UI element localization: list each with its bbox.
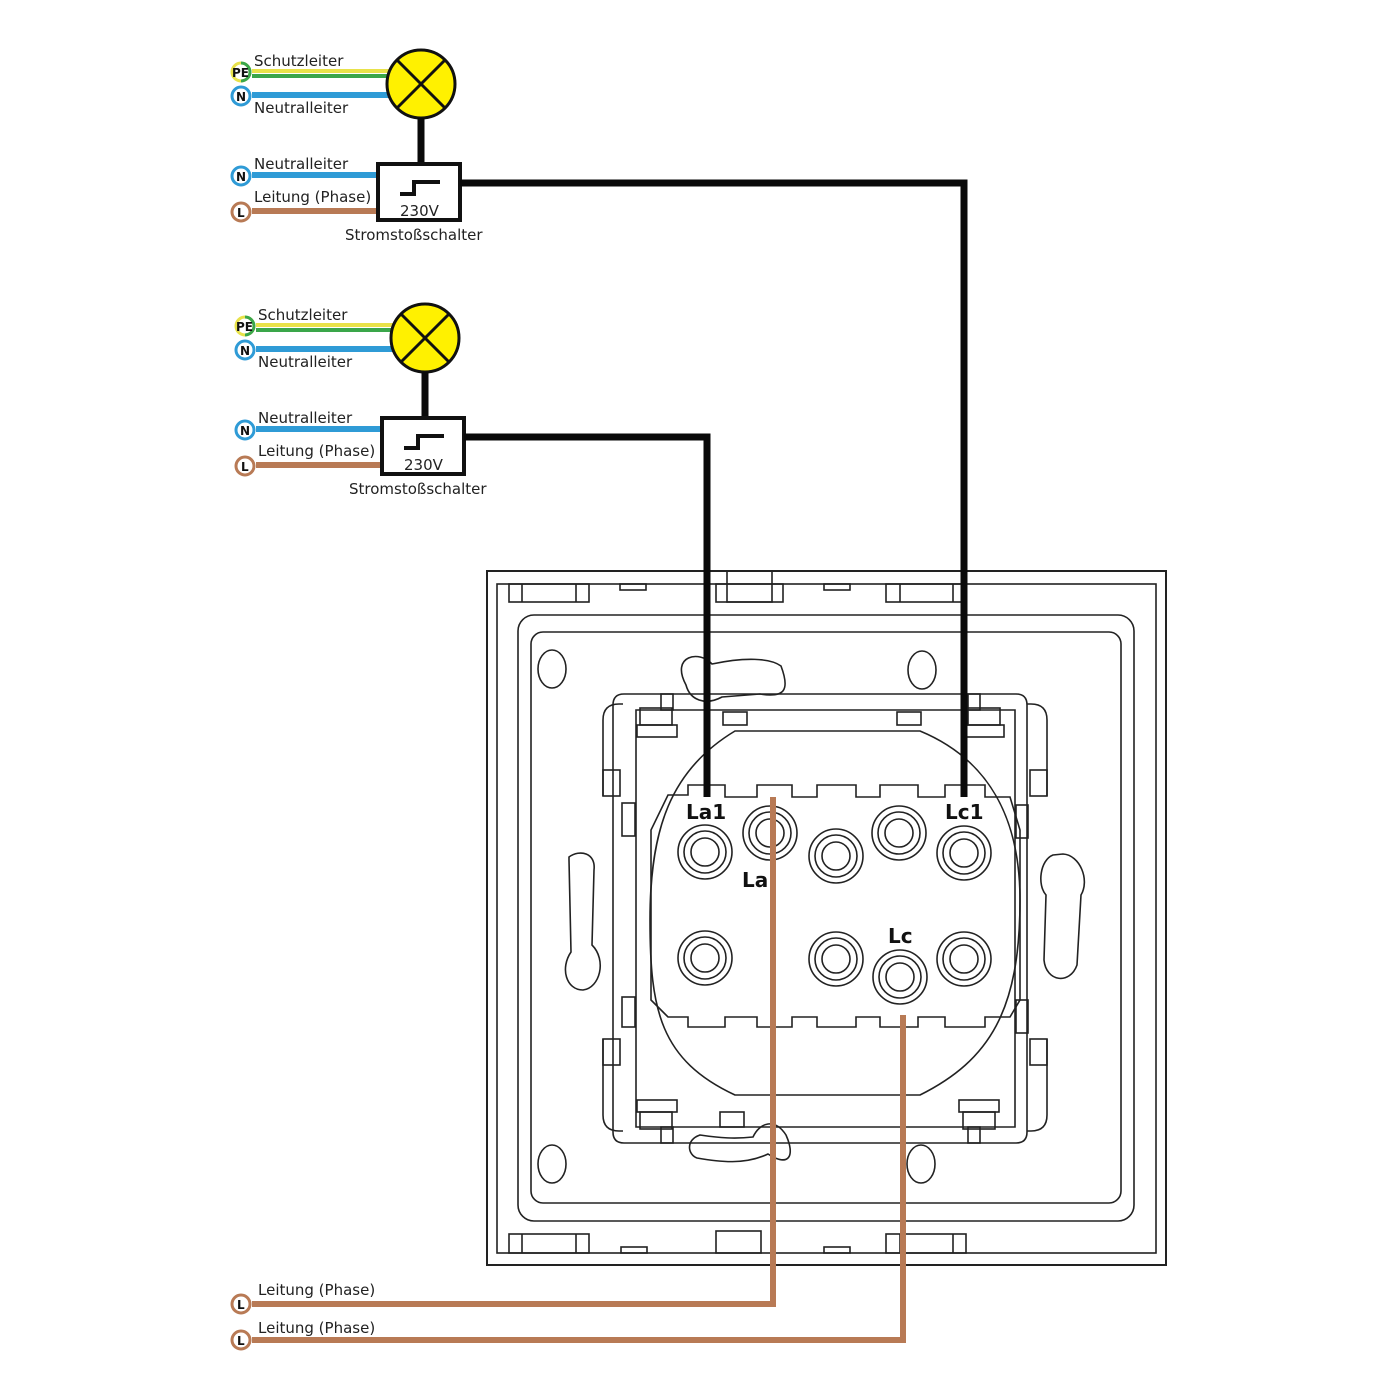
phase-wire-to-la	[252, 797, 776, 1307]
terminal-unused-2	[871, 805, 927, 861]
keyhole-slot-left	[564, 852, 601, 991]
supply-lines: L L Leitung (Phase) Leitung (Phase)	[230, 797, 906, 1351]
neutral-badge: N	[230, 85, 252, 107]
svg-text:L: L	[241, 460, 249, 474]
terminal-lc1	[936, 825, 992, 881]
mounting-frame-inner	[530, 631, 1122, 1204]
impulse-relay: 230V	[376, 162, 462, 222]
keyhole-slot-top	[680, 655, 786, 702]
earth-badge: PE	[230, 61, 252, 83]
phase-label: Leitung (Phase)	[254, 188, 371, 206]
supply-phase-label: Leitung (Phase)	[258, 1319, 375, 1337]
lamp-icon	[389, 302, 461, 374]
screw-hole-bottom-right	[906, 1144, 936, 1184]
control-wire-to-lc1	[460, 179, 968, 797]
svg-text:L: L	[237, 1334, 245, 1348]
phase-badge: L	[230, 1293, 252, 1315]
terminal-label-lc1: Lc1	[945, 800, 984, 824]
neutral-label: Neutralleiter	[254, 155, 349, 173]
terminal-unused-1	[808, 828, 864, 884]
switch-back-plate: La1 La Lc1 Lc	[486, 570, 1167, 1266]
svg-text:L: L	[237, 1298, 245, 1312]
bottom-tabs	[508, 1230, 967, 1254]
phase-badge: L	[234, 455, 256, 477]
impulse-relay-symbol-icon	[400, 180, 440, 196]
terminal-label-la: La	[742, 868, 768, 892]
top-tabs	[508, 570, 967, 603]
terminal-la1	[677, 824, 733, 880]
terminal-lc	[872, 949, 928, 1005]
carrier-clips	[602, 693, 1048, 1144]
svg-text:N: N	[240, 424, 250, 438]
relay-name: Stromstoßschalter	[349, 480, 487, 498]
impulse-relay-symbol-icon	[404, 434, 444, 450]
circuit-2: 230V Stromstoßschalter PE N N L Schutzle…	[234, 302, 711, 797]
inner-frame	[496, 583, 1157, 1254]
svg-text:N: N	[240, 344, 250, 358]
phase-badge: L	[230, 201, 252, 223]
terminal-unused-5	[936, 931, 992, 987]
outer-frame	[486, 570, 1167, 1266]
impulse-relay: 230V	[380, 416, 466, 476]
earth-label: Schutzleiter	[254, 52, 344, 70]
terminal-unused-3	[677, 930, 733, 986]
terminal-block	[650, 784, 1021, 1028]
screw-hole-top-left	[537, 649, 567, 689]
relay-name: Stromstoßschalter	[345, 226, 483, 244]
neutral-label: Neutralleiter	[254, 99, 349, 117]
earth-badge: PE	[234, 315, 256, 337]
module-carrier	[612, 693, 1028, 1144]
keyhole-slot-right	[1040, 853, 1086, 980]
phase-badge: L	[230, 1329, 252, 1351]
neutral-label: Neutralleiter	[258, 409, 353, 427]
control-wire-to-la1	[464, 433, 711, 797]
circuit-1: 230V Stromstoßschalter PE N N L Schutzle…	[230, 48, 968, 797]
svg-text:N: N	[236, 170, 246, 184]
relay-voltage: 230V	[400, 202, 440, 220]
svg-text:N: N	[236, 90, 246, 104]
screw-hole-top-right	[907, 650, 937, 690]
earth-label: Schutzleiter	[258, 306, 348, 324]
relay-voltage: 230V	[404, 456, 444, 474]
terminal-label-lc: Lc	[888, 924, 913, 948]
lamp-icon	[385, 48, 457, 120]
svg-text:L: L	[237, 206, 245, 220]
phase-label: Leitung (Phase)	[258, 442, 375, 460]
neutral-badge: N	[234, 339, 256, 361]
phase-wire-to-lc	[252, 1015, 906, 1343]
terminal-label-la1: La1	[686, 800, 726, 824]
svg-text:PE: PE	[232, 66, 249, 80]
screw-hole-bottom-left	[537, 1144, 567, 1184]
neutral-badge: N	[230, 165, 252, 187]
neutral-badge: N	[234, 419, 256, 441]
mounting-frame-outer	[517, 614, 1135, 1222]
mechanism-housing-arc	[649, 730, 1021, 1096]
terminal-unused-4	[808, 931, 864, 987]
supply-phase-label: Leitung (Phase)	[258, 1281, 375, 1299]
svg-text:PE: PE	[236, 320, 253, 334]
neutral-label: Neutralleiter	[258, 353, 353, 371]
